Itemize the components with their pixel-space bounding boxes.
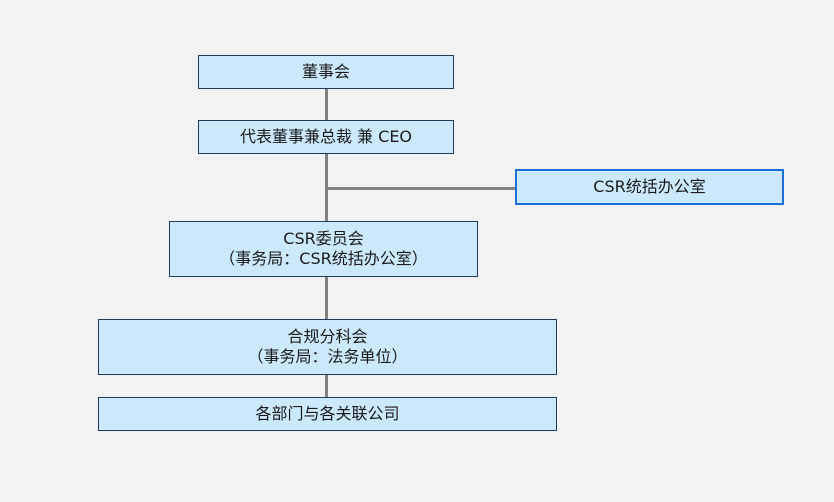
connector-committee-compliance [325,276,328,320]
csr-office-label: CSR统括办公室 [593,177,706,196]
board-label: 董事会 [301,62,350,81]
csr-office-node: CSR统括办公室 [515,169,784,205]
ceo-node: 代表董事兼总裁 兼 CEO [198,120,454,154]
connector-branch-csr-office [325,187,516,190]
connector-compliance-departments [325,374,328,398]
departments-node: 各部门与各关联公司 [98,397,557,431]
ceo-label: 代表董事兼总裁 兼 CEO [239,127,413,146]
board-node: 董事会 [198,55,454,89]
csr-committee-secretariat: （事务局：CSR统括办公室） [219,249,428,268]
csr-committee-label: CSR委员会 [283,229,364,248]
connector-board-ceo [325,88,328,121]
departments-label: 各部门与各关联公司 [255,404,400,423]
csr-committee-node: CSR委员会 （事务局：CSR统括办公室） [169,221,478,277]
compliance-label: 合规分科会 [287,327,368,346]
compliance-secretariat: （事务局：法务单位） [247,347,408,366]
compliance-node: 合规分科会 （事务局：法务单位） [98,319,557,375]
